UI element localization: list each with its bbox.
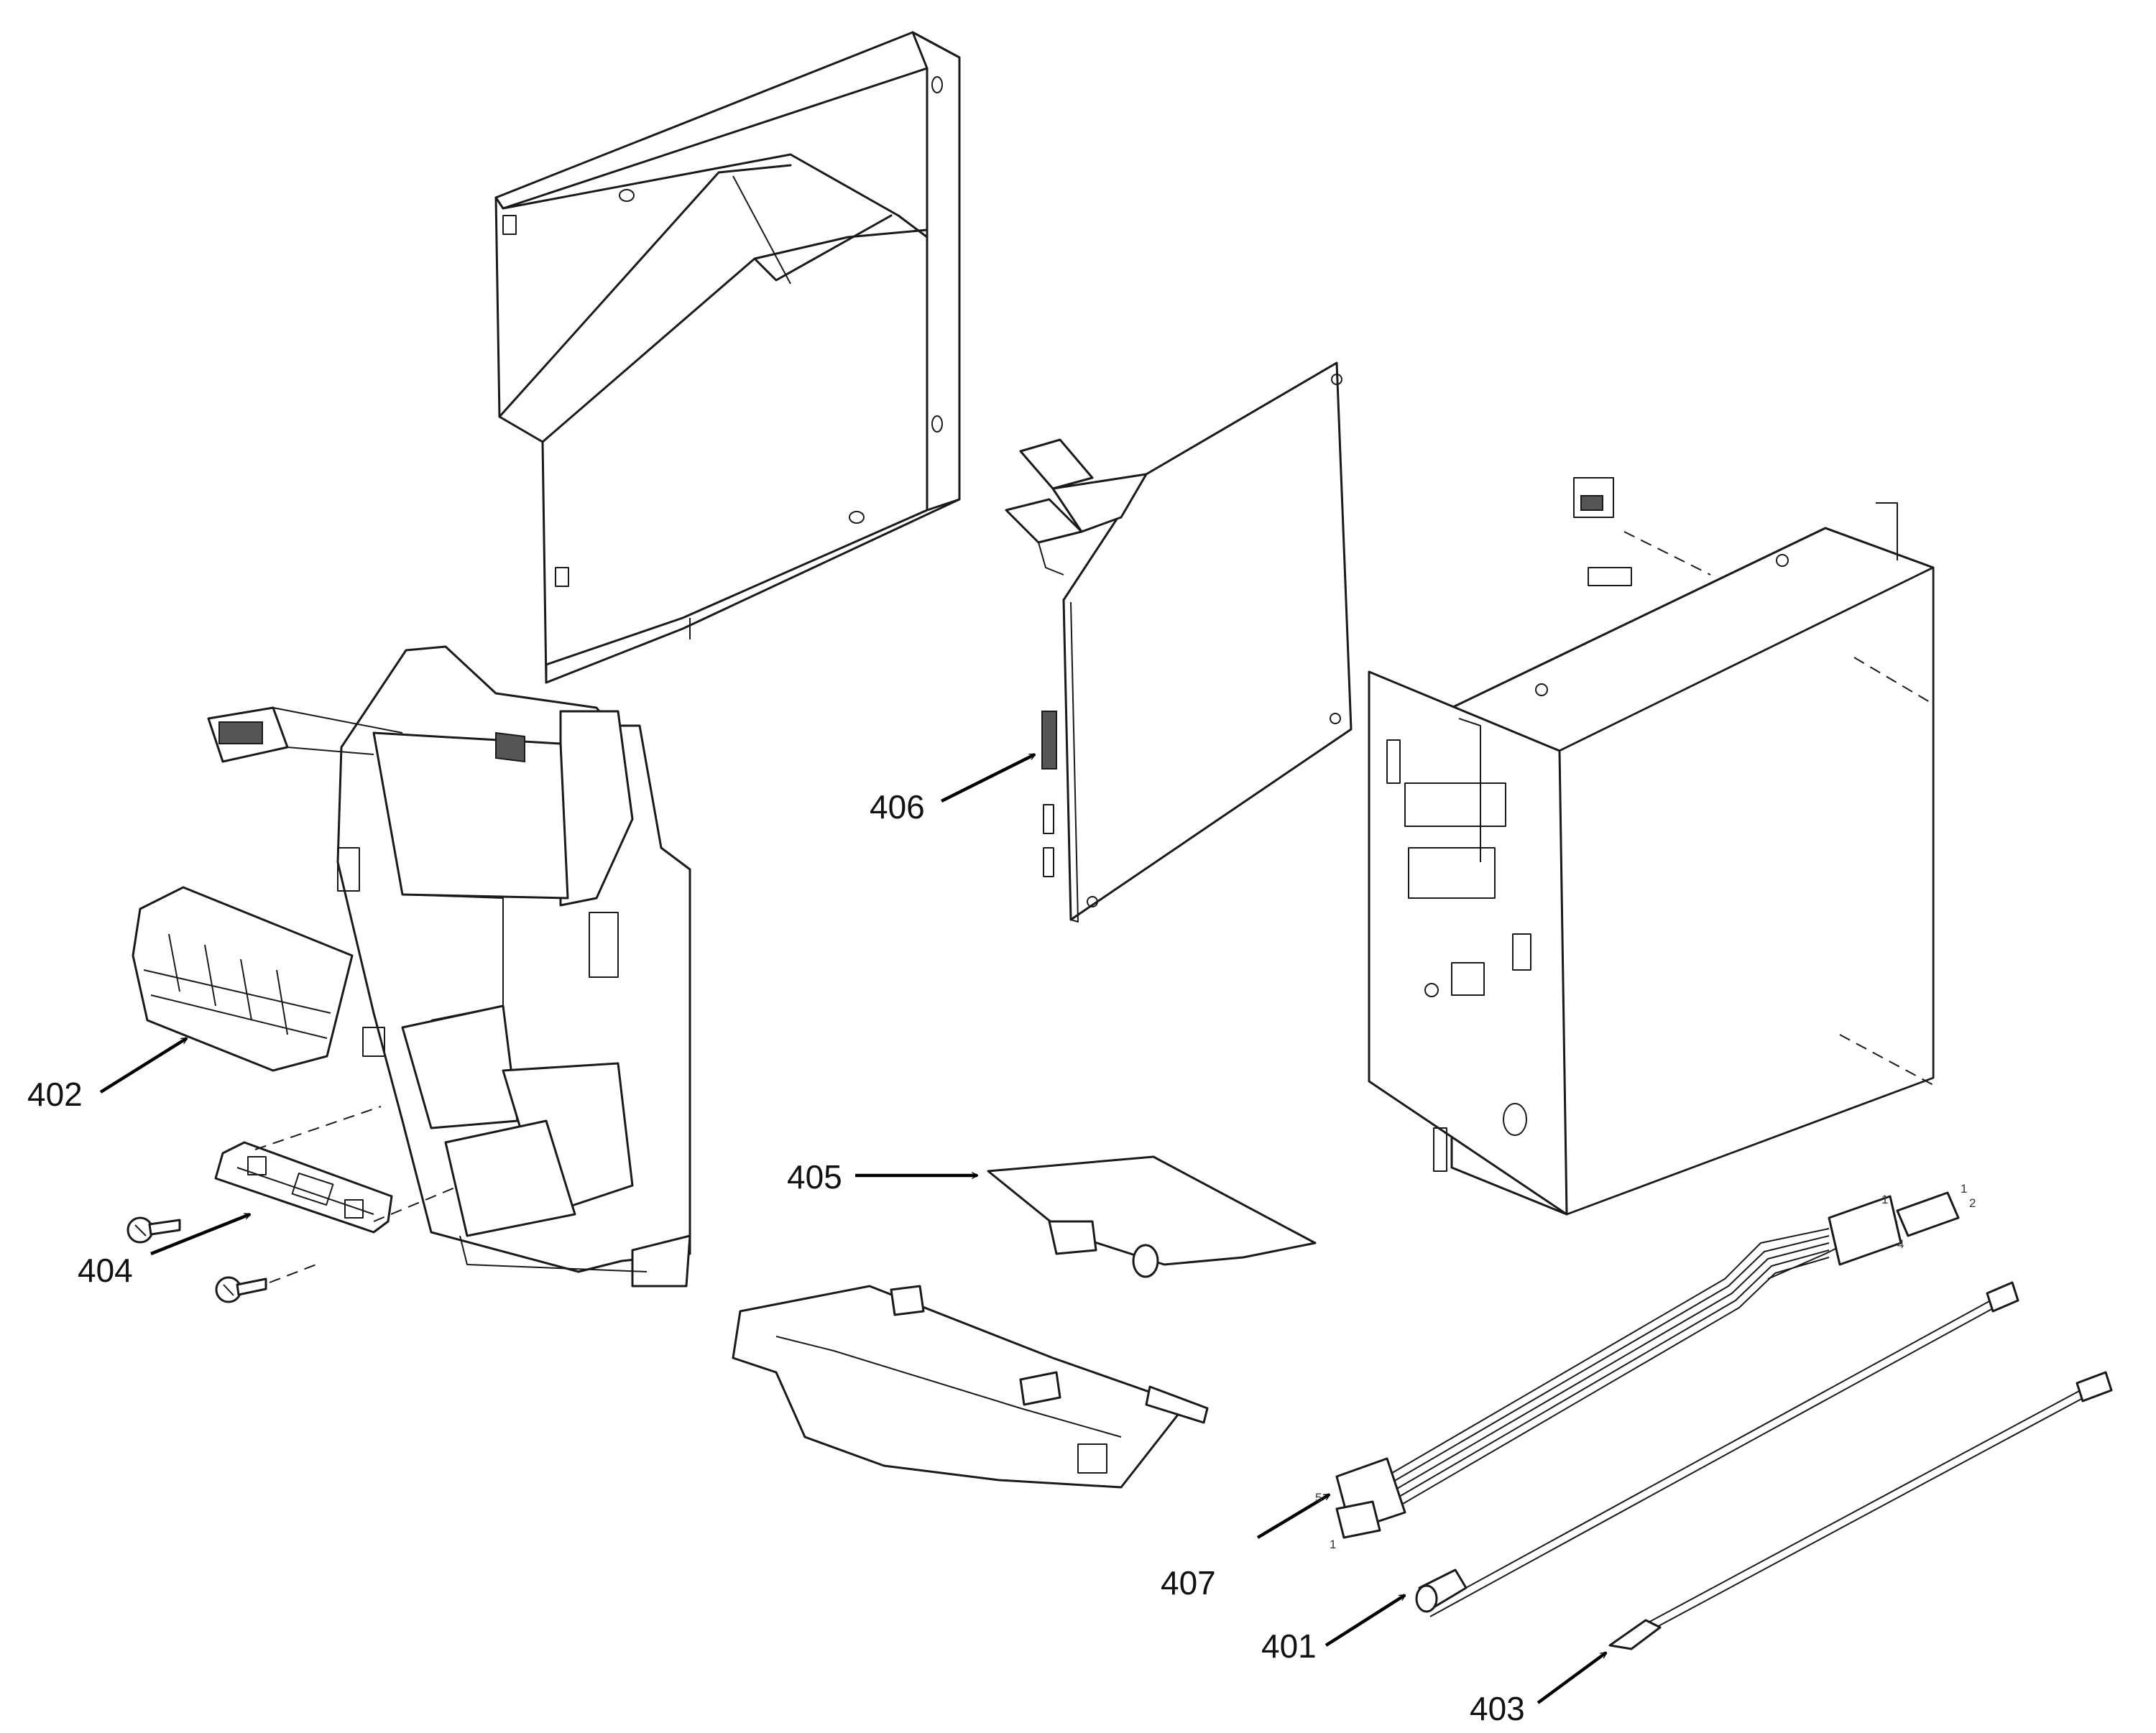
arrow-401 — [1325, 1594, 1405, 1647]
callout-405: 405 — [787, 1158, 842, 1196]
arrow-402 — [99, 1037, 187, 1094]
control-board-406 — [1005, 361, 1353, 923]
wire-harness-407 — [1335, 1191, 1960, 1539]
arrow-403 — [1537, 1651, 1606, 1704]
callout-403: 403 — [1470, 1690, 1525, 1727]
arrow-406 — [940, 752, 1035, 803]
air-duct-part — [494, 31, 961, 684]
callout-404: 404 — [78, 1252, 133, 1289]
temperature-sensor-401 — [1415, 1281, 2019, 1617]
callout-406: 406 — [870, 788, 925, 826]
callout-arrows — [99, 752, 1606, 1704]
pin-label: 1 — [1881, 1193, 1889, 1206]
terminal-cover-402 — [132, 886, 354, 1072]
pin-label: 2 — [1969, 1196, 1976, 1210]
bracket-404 — [214, 1106, 461, 1234]
callout-401: 401 — [1261, 1627, 1317, 1665]
screw — [126, 1216, 181, 1244]
display-board-405 — [987, 1155, 1317, 1278]
pin-label: 1 — [1330, 1538, 1337, 1551]
temperature-sensor-403 — [1608, 1371, 2113, 1650]
lower-housing — [732, 1285, 1209, 1489]
pin-label: 5 — [1315, 1491, 1322, 1505]
front-frame-assembly — [207, 645, 691, 1288]
arrow-407 — [1256, 1493, 1330, 1539]
pin-label: 4 — [1897, 1237, 1904, 1251]
screw — [215, 1264, 317, 1303]
pin-label: 1 — [1961, 1182, 1968, 1196]
callout-402: 402 — [27, 1076, 83, 1113]
arrow-404 — [150, 1212, 250, 1256]
electrical-box-housing — [1368, 477, 1935, 1216]
callout-407: 407 — [1161, 1564, 1216, 1602]
